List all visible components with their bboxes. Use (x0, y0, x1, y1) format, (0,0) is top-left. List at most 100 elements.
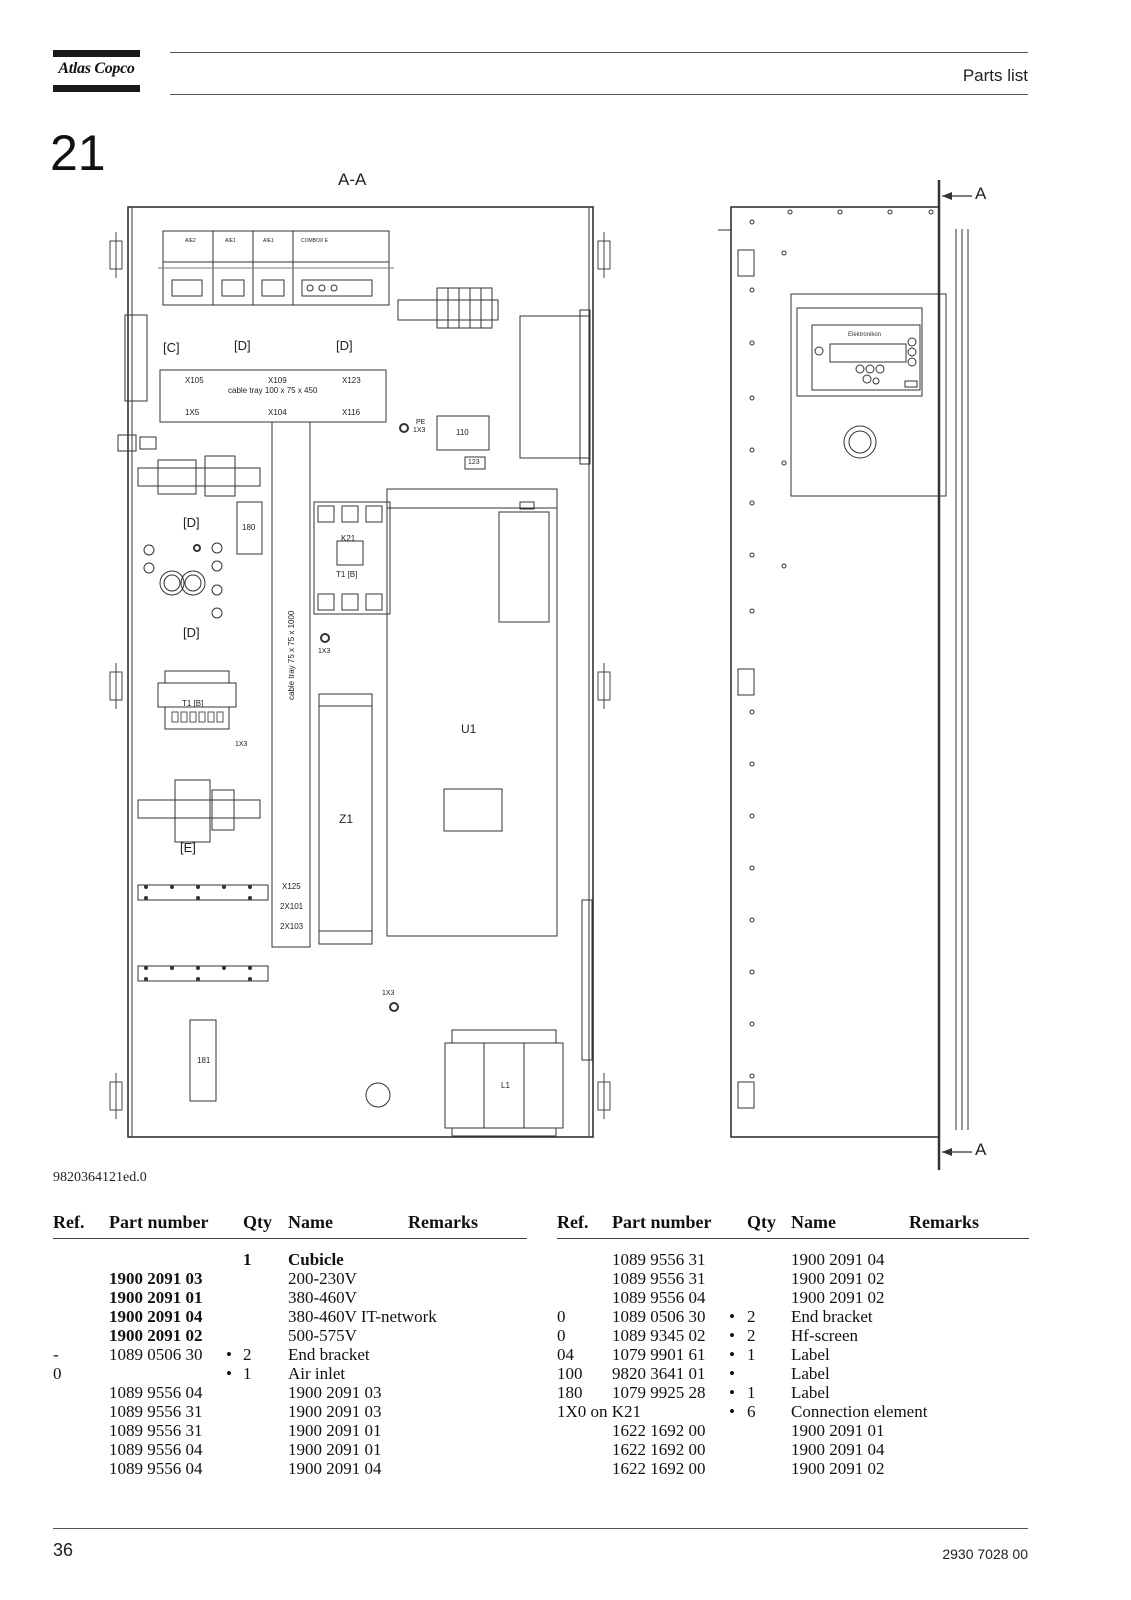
cell-name: Air inlet (288, 1364, 346, 1383)
cell-name: 1900 2091 03 (288, 1402, 382, 1421)
cell-qty: 1 (243, 1364, 252, 1383)
table-header-rule (53, 1238, 527, 1239)
label-d-3: [D] (183, 515, 200, 530)
label-e: [E] (180, 840, 196, 855)
cell-part: 1089 9345 02 (612, 1326, 706, 1345)
label-2x103: 2X103 (280, 922, 304, 931)
drawing-labels: AIE2 AIE1 AIE1 COMBOX E [C] [D] [D] [D] … (163, 238, 510, 1090)
cubicle-technical-drawing: Elektronikon (109, 180, 972, 1170)
label-1x3-k21: 1X3 (318, 648, 331, 655)
cell-ref: 0 (53, 1364, 62, 1383)
cell-part: 1089 9556 04 (109, 1459, 203, 1478)
cell-dot: • (729, 1364, 735, 1383)
cell-name: 1900 2091 03 (288, 1383, 382, 1402)
cell-part: 1089 0506 30 (109, 1345, 203, 1364)
label-181: 181 (197, 1056, 211, 1065)
cell-qty: 1 (747, 1383, 756, 1402)
cell-ref: 100 (557, 1364, 583, 1383)
label-c: [C] (163, 340, 180, 355)
cell-dot: • (729, 1307, 735, 1326)
contactor-k21 (313, 501, 391, 615)
cubicle-outline (127, 206, 594, 1138)
cable-gland (365, 1082, 391, 1108)
label-1x3-t1: 1X3 (235, 741, 248, 748)
label-x125: X125 (282, 882, 301, 891)
control-panel-frame (790, 293, 947, 497)
module-aie2-label: AIE2 (185, 238, 196, 244)
col-header-qty: Qty (243, 1212, 272, 1232)
cell-part: 1089 9556 04 (109, 1440, 203, 1459)
label-k21: K21 (341, 534, 356, 543)
label-t1-b: T1 [B] (182, 699, 204, 708)
col-header-ref: Ref. (53, 1212, 85, 1232)
cell-qty: 1 (747, 1345, 756, 1364)
label-123-box (464, 456, 486, 470)
label-x104: X104 (268, 408, 287, 417)
label-x109: X109 (268, 376, 287, 385)
cell-name: 1900 2091 04 (288, 1459, 382, 1478)
cell-dot: • (729, 1383, 735, 1402)
drawing-number: 9820364121ed.0 (53, 1170, 147, 1185)
cell-part: 1079 9925 28 (612, 1383, 706, 1402)
label-x116: X116 (342, 408, 361, 417)
cell-dot: • (729, 1326, 735, 1345)
cell-name: 1900 2091 01 (288, 1421, 382, 1440)
label-l1: L1 (501, 1081, 510, 1090)
cell-name: Connection element (791, 1402, 928, 1421)
col-header-name: Name (288, 1212, 333, 1232)
side-box-c (124, 314, 148, 402)
cell-ref: 1X0 on K21 (557, 1402, 642, 1421)
cut-line-label-top: A (975, 184, 987, 203)
view-label: A-A (338, 170, 367, 189)
cell-part: 1622 1692 00 (612, 1440, 706, 1459)
label-180: 180 (242, 523, 256, 532)
cell-qty: 2 (747, 1307, 756, 1326)
label-d-2: [D] (336, 338, 353, 353)
cell-part: 1089 9556 04 (109, 1383, 203, 1402)
cell-name: 380-460V IT-network (288, 1307, 437, 1326)
footer-rule (53, 1528, 1028, 1529)
logo-text: Atlas Copco (58, 60, 135, 77)
label-cable-tray-v: cable tray 75 x 75 x 1000 (287, 610, 296, 700)
label-1x3-pe: 1X3 (413, 427, 426, 434)
cell-name: 1900 2091 01 (791, 1421, 885, 1440)
cell-ref: - (53, 1345, 59, 1364)
cell-name: End bracket (791, 1307, 873, 1326)
logo-bar-top (53, 50, 140, 57)
label-110: 110 (456, 428, 469, 437)
col-header-part-number: Part number (109, 1212, 209, 1232)
label-u1: U1 (461, 722, 477, 736)
cell-name: Cubicle (288, 1250, 344, 1269)
emergency-stop-button (843, 425, 877, 459)
label-180-box (236, 501, 263, 555)
cell-name: 1900 2091 01 (288, 1440, 382, 1459)
label-110-box (436, 415, 490, 451)
cell-part: 1900 2091 01 (109, 1288, 203, 1307)
document-number: 2930 7028 00 (942, 1546, 1028, 1562)
hinge-group (109, 232, 611, 1119)
din-rail-left (137, 467, 261, 487)
filter-z1 (318, 693, 373, 945)
converter-u1 (386, 488, 558, 937)
cell-name: 1900 2091 02 (791, 1459, 885, 1478)
cell-name: 1900 2091 02 (791, 1269, 885, 1288)
cell-name: 1900 2091 04 (791, 1440, 885, 1459)
col-header-part-number: Part number (612, 1212, 712, 1232)
cell-name: Label (791, 1345, 830, 1364)
cell-qty: 2 (747, 1326, 756, 1345)
cell-part: 1089 9556 04 (612, 1288, 706, 1307)
cell-part: 1900 2091 03 (109, 1269, 203, 1288)
cell-qty: 2 (243, 1345, 252, 1364)
header-rule-bottom (170, 94, 1028, 95)
cell-name: 500-575V (288, 1326, 357, 1345)
cable-tray-vertical (271, 421, 311, 948)
cell-ref: 0 (557, 1326, 566, 1345)
cell-part: 1089 0506 30 (612, 1307, 706, 1326)
panel-brand-text: Elektronikon (848, 332, 881, 338)
label-pe: PE (416, 419, 426, 426)
section-number: 21 (50, 125, 106, 181)
cell-dot: • (729, 1402, 735, 1421)
module-aie1b-label: AIE1 (263, 238, 274, 244)
label-z1: Z1 (339, 812, 354, 826)
